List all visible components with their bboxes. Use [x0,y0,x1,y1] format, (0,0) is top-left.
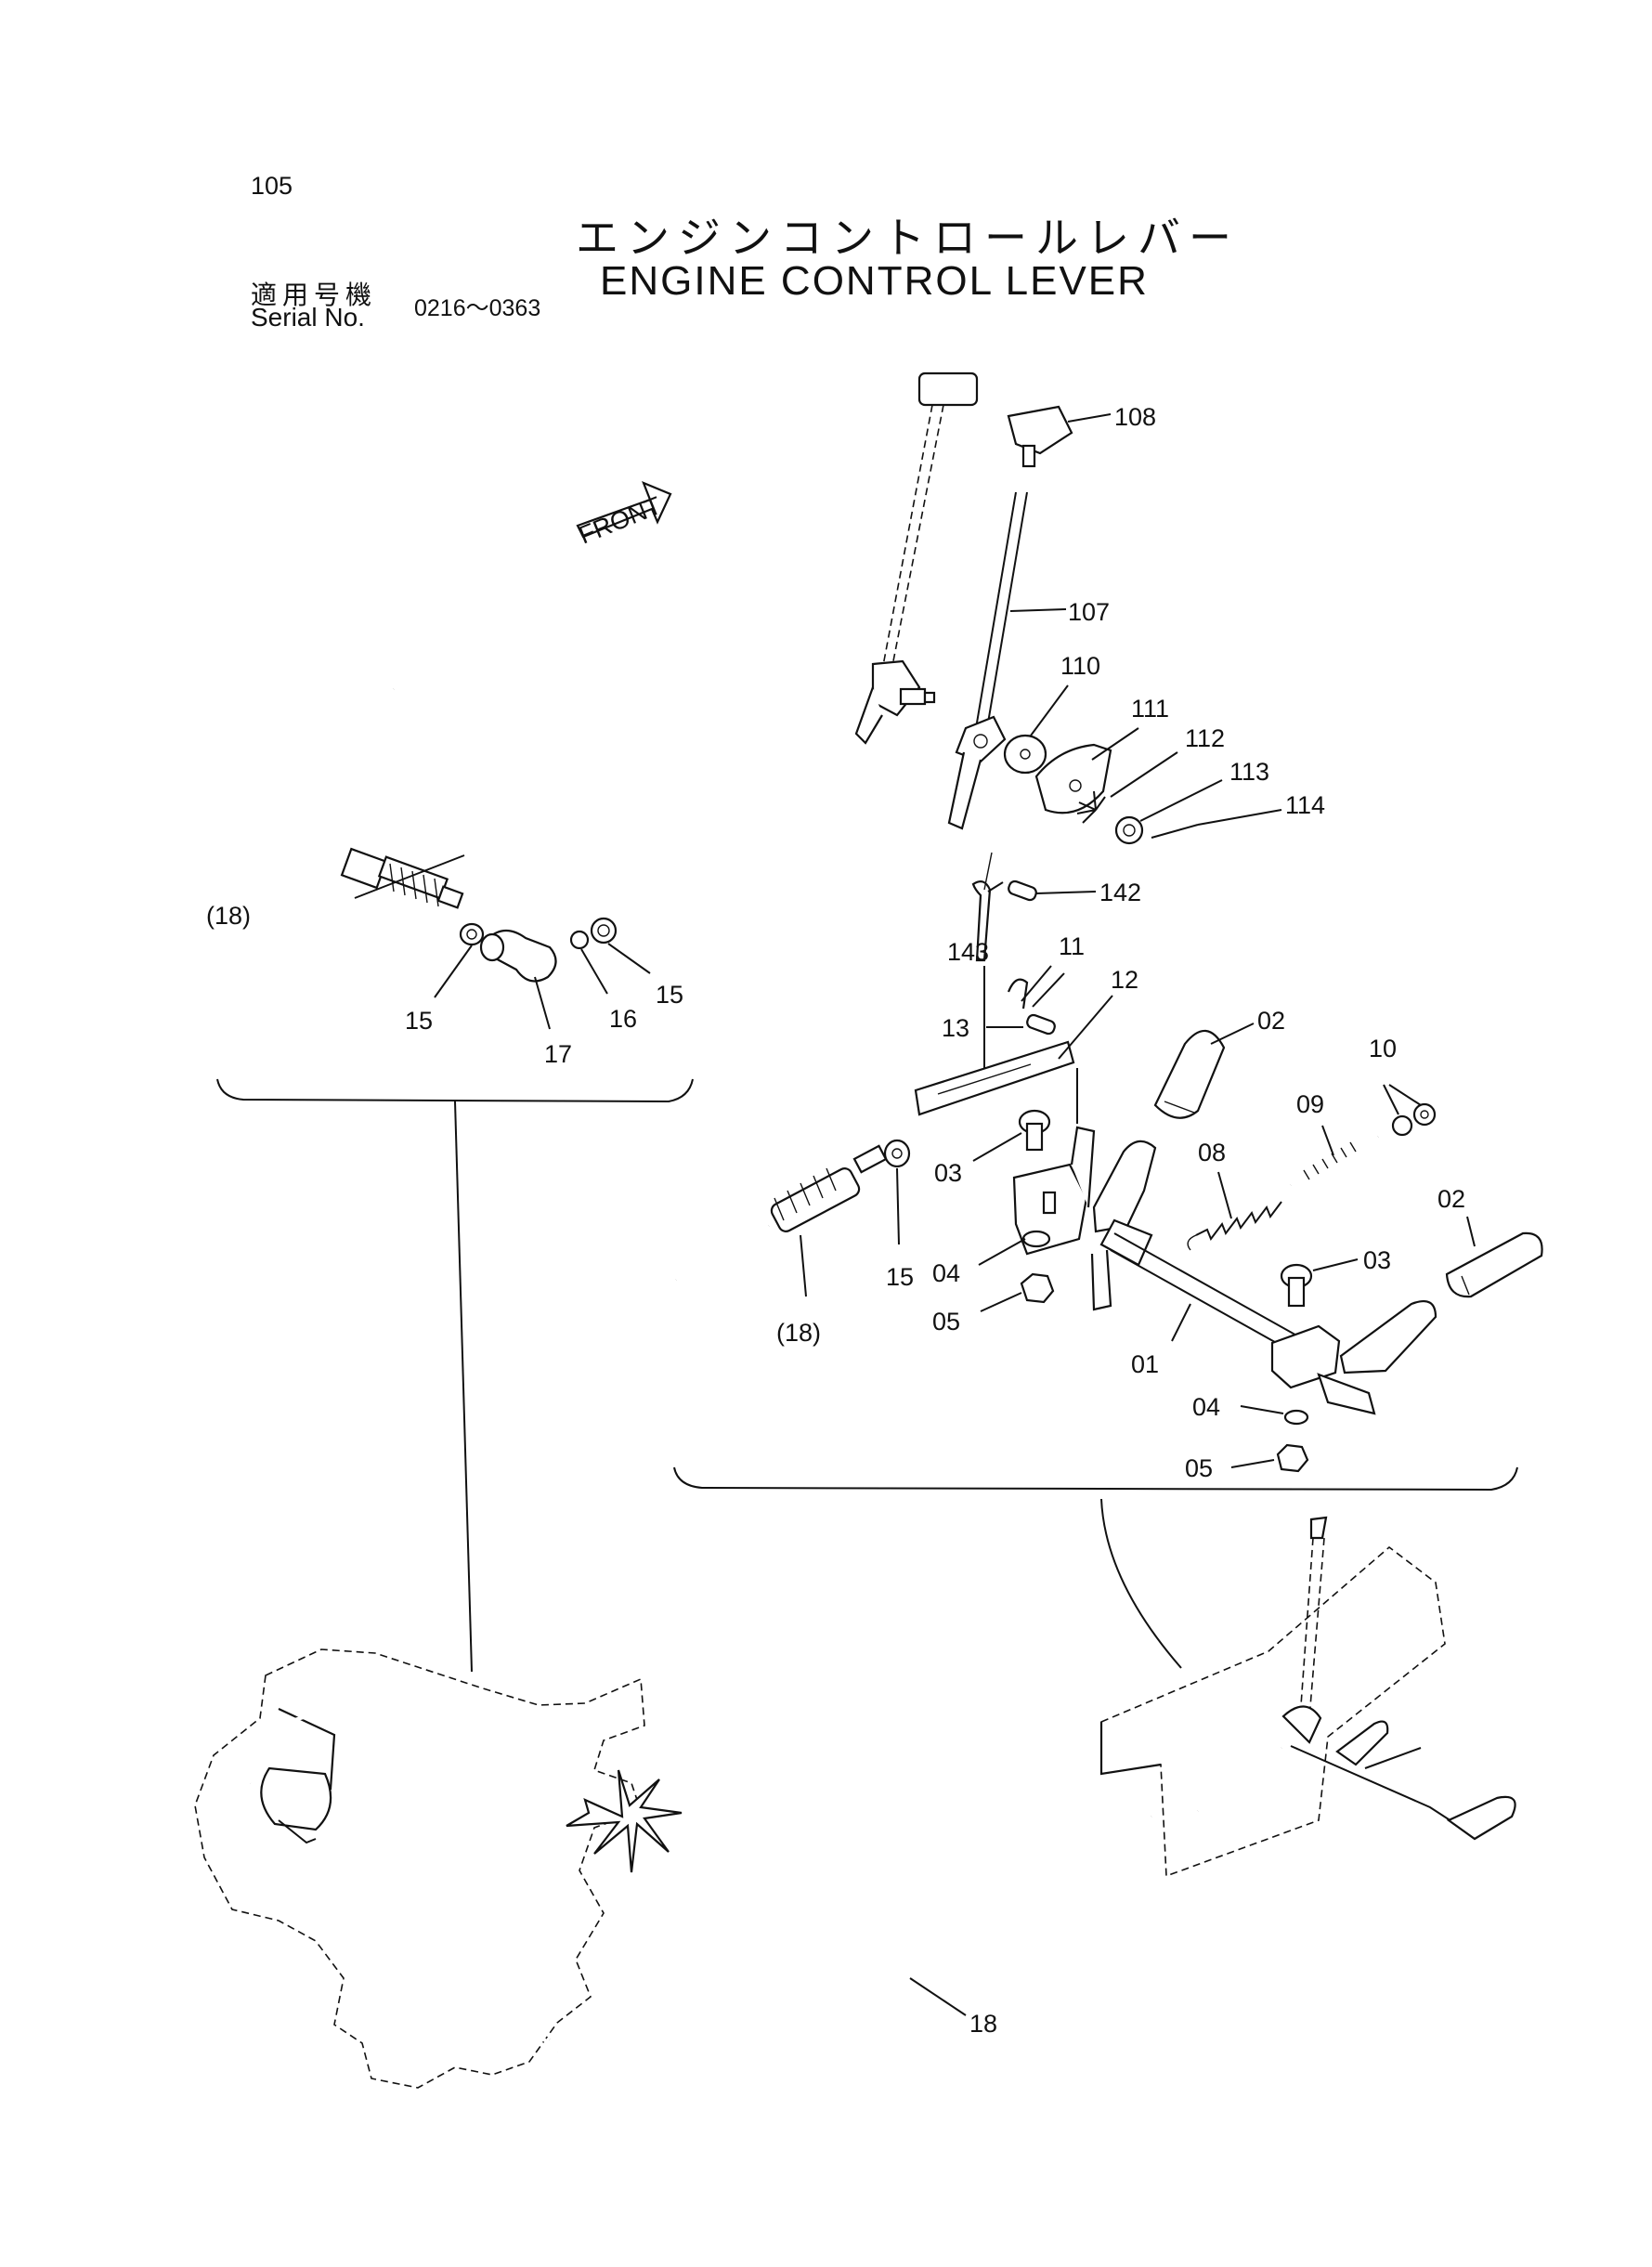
callout-03-left: 03 [934,1159,962,1187]
callout-05-left: 05 [932,1308,960,1335]
callout-11: 11 [1059,932,1085,960]
callout-03-right: 03 [1363,1246,1391,1274]
callout-02-right: 02 [1437,1185,1465,1213]
front-arrow-label: FRONT [575,491,665,550]
callout-113: 113 [1229,758,1269,786]
callout-09: 09 [1296,1090,1324,1118]
console-overview [1099,1516,1516,1878]
callout-12: 12 [1111,966,1138,994]
serial-range: 0216～0363 [414,295,541,321]
detail-bracket-right [673,1466,1518,1492]
callout-18-main: 18 [969,2010,997,2038]
callout-18-left: (18) [206,902,251,930]
callout-17: 17 [544,1040,572,1068]
callout-04-left: 04 [932,1259,960,1287]
detail-link-line [1100,1498,1182,1669]
callout-08: 08 [1198,1139,1226,1166]
callout-111: 111 [1131,695,1169,723]
callout-01: 01 [1131,1350,1159,1378]
callout-15-right: 15 [886,1263,914,1291]
page-number: 105 [251,172,293,200]
lever-assembly [674,371,1543,1473]
callout-110: 110 [1060,652,1100,680]
engine-overview [194,1648,1153,2144]
leader-line [354,854,465,899]
front-arrow-icon: FRONT [575,480,672,550]
callout-02-upper: 02 [1257,1007,1285,1035]
cable-end-detail [247,686,618,983]
callout-05-right: 05 [1185,1454,1213,1482]
callout-107: 107 [1068,598,1110,626]
serial-label-japanese: 適用号機 [251,280,378,310]
page-title-japanese: エンジンコントロールレバー [576,213,1240,263]
callout-112: 112 [1185,724,1225,752]
serial-label: Serial No. [251,303,365,332]
detail-link-line [454,1101,473,1673]
callout-114: 114 [1285,791,1325,819]
callout-16: 16 [609,1005,637,1033]
callout-04-right: 04 [1192,1393,1220,1421]
callout-15-b: 15 [656,981,683,1009]
callout-13: 13 [942,1014,969,1042]
callout-142: 142 [1099,879,1141,906]
callout-15-a: 15 [405,1007,433,1035]
detail-bracket-left [216,1078,694,1103]
page-title: ENGINE CONTROL LEVER [600,258,1149,304]
callout-10: 10 [1369,1035,1397,1062]
callout-18-right: (18) [776,1319,821,1347]
callout-108: 108 [1114,403,1156,431]
callout-143: 143 [947,938,989,966]
